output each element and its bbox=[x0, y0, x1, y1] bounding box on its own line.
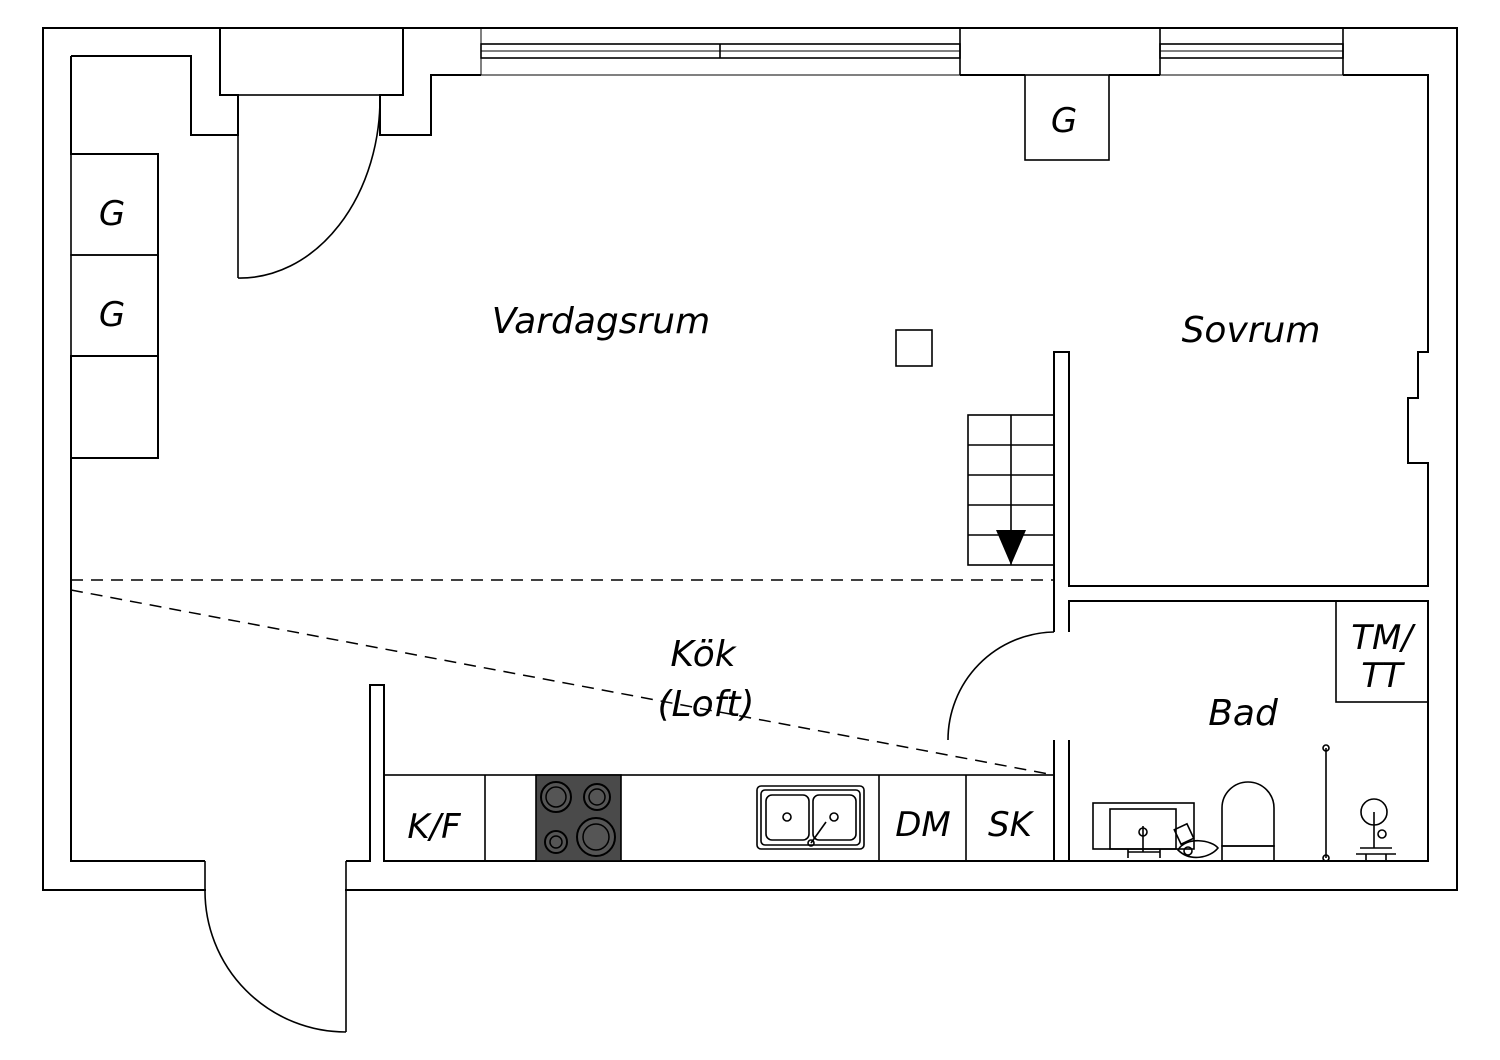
window-left bbox=[480, 27, 961, 76]
column bbox=[895, 329, 933, 367]
wardrobe-label-bedroom: G bbox=[1051, 101, 1077, 141]
shower-icon bbox=[1322, 744, 1396, 862]
entrance-recess bbox=[219, 27, 404, 96]
fridge-freezer-label: K/F bbox=[407, 807, 461, 847]
wardrobe-left-lower bbox=[70, 254, 159, 357]
wardrobe-bedroom bbox=[1024, 74, 1110, 161]
window-right bbox=[1159, 27, 1344, 76]
cabinet-label: SK bbox=[988, 805, 1035, 845]
wardrobe-label-left-upper: G bbox=[99, 194, 125, 234]
outer-boundary bbox=[42, 27, 1458, 891]
toilet-icon bbox=[1221, 781, 1275, 862]
room-label-kitchen: Kök bbox=[670, 634, 737, 675]
room-label-living: Vardagsrum bbox=[492, 301, 710, 342]
front-door-swing bbox=[237, 94, 381, 279]
room-label-bedroom: Sovrum bbox=[1182, 310, 1321, 351]
loft-diagonal-line bbox=[70, 589, 1055, 776]
room-label-kitchen-note: (Loft) bbox=[658, 684, 755, 725]
interior-wall-outline bbox=[70, 28, 1429, 862]
washbasin-icon bbox=[1092, 802, 1220, 859]
staircase bbox=[967, 414, 1055, 566]
bath-door-swing bbox=[947, 631, 1055, 741]
stove-icon bbox=[535, 774, 622, 862]
wall-segment-top bbox=[959, 28, 1344, 75]
arrow-down-icon bbox=[996, 530, 1026, 565]
dishwasher-label: DM bbox=[895, 805, 951, 845]
sink-icon bbox=[756, 785, 865, 850]
room-label-bath: Bad bbox=[1208, 693, 1279, 734]
kitchen-counter bbox=[383, 774, 1055, 862]
washer-dryer bbox=[1335, 600, 1429, 703]
bottom-door-swing bbox=[204, 889, 347, 1033]
washer-label-line2: TT bbox=[1361, 656, 1405, 696]
wardrobe-label-left-lower: G bbox=[99, 295, 125, 335]
washer-label-line1: TM/ bbox=[1351, 618, 1416, 658]
